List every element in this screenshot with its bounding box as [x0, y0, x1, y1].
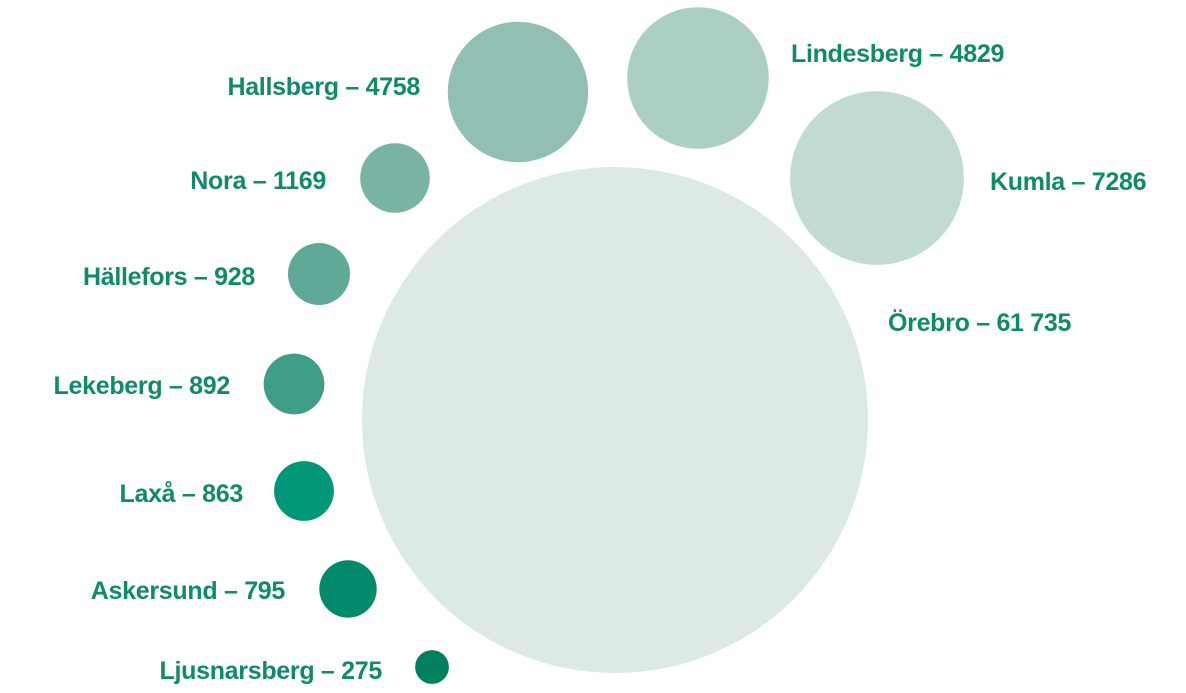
bubble-lekeberg [263, 353, 325, 415]
bubble-kumla [790, 91, 964, 265]
bubble-hallsberg [447, 21, 589, 163]
bubble-askersund [319, 560, 377, 618]
label-lindesberg: Lindesberg – 4829 [791, 40, 1004, 68]
bubble-laxa [274, 461, 334, 521]
label-hallsberg: Hallsberg – 4758 [227, 73, 420, 101]
label-ljusnarsberg: Ljusnarsberg – 275 [160, 657, 383, 685]
label-laxa: Laxå – 863 [120, 480, 244, 508]
bubble-hallefors [288, 243, 350, 305]
label-askersund: Askersund – 795 [91, 577, 286, 605]
label-nora: Nora – 1169 [190, 167, 326, 195]
bubbles-group [263, 7, 964, 684]
bubble-nora [360, 143, 430, 213]
label-kumla: Kumla – 7286 [990, 168, 1146, 196]
labels-group: Örebro – 61 735 Kumla – 7286 Lindesberg – … [54, 40, 1147, 685]
label-orebro: Örebro – 61 735 [888, 308, 1072, 337]
label-hallefors: Hällefors – 928 [83, 263, 255, 291]
bubble-ljusnarsberg [415, 650, 449, 684]
bubble-lindesberg [627, 7, 769, 149]
label-lekeberg: Lekeberg – 892 [54, 372, 230, 400]
bubble-orebro [362, 167, 868, 673]
